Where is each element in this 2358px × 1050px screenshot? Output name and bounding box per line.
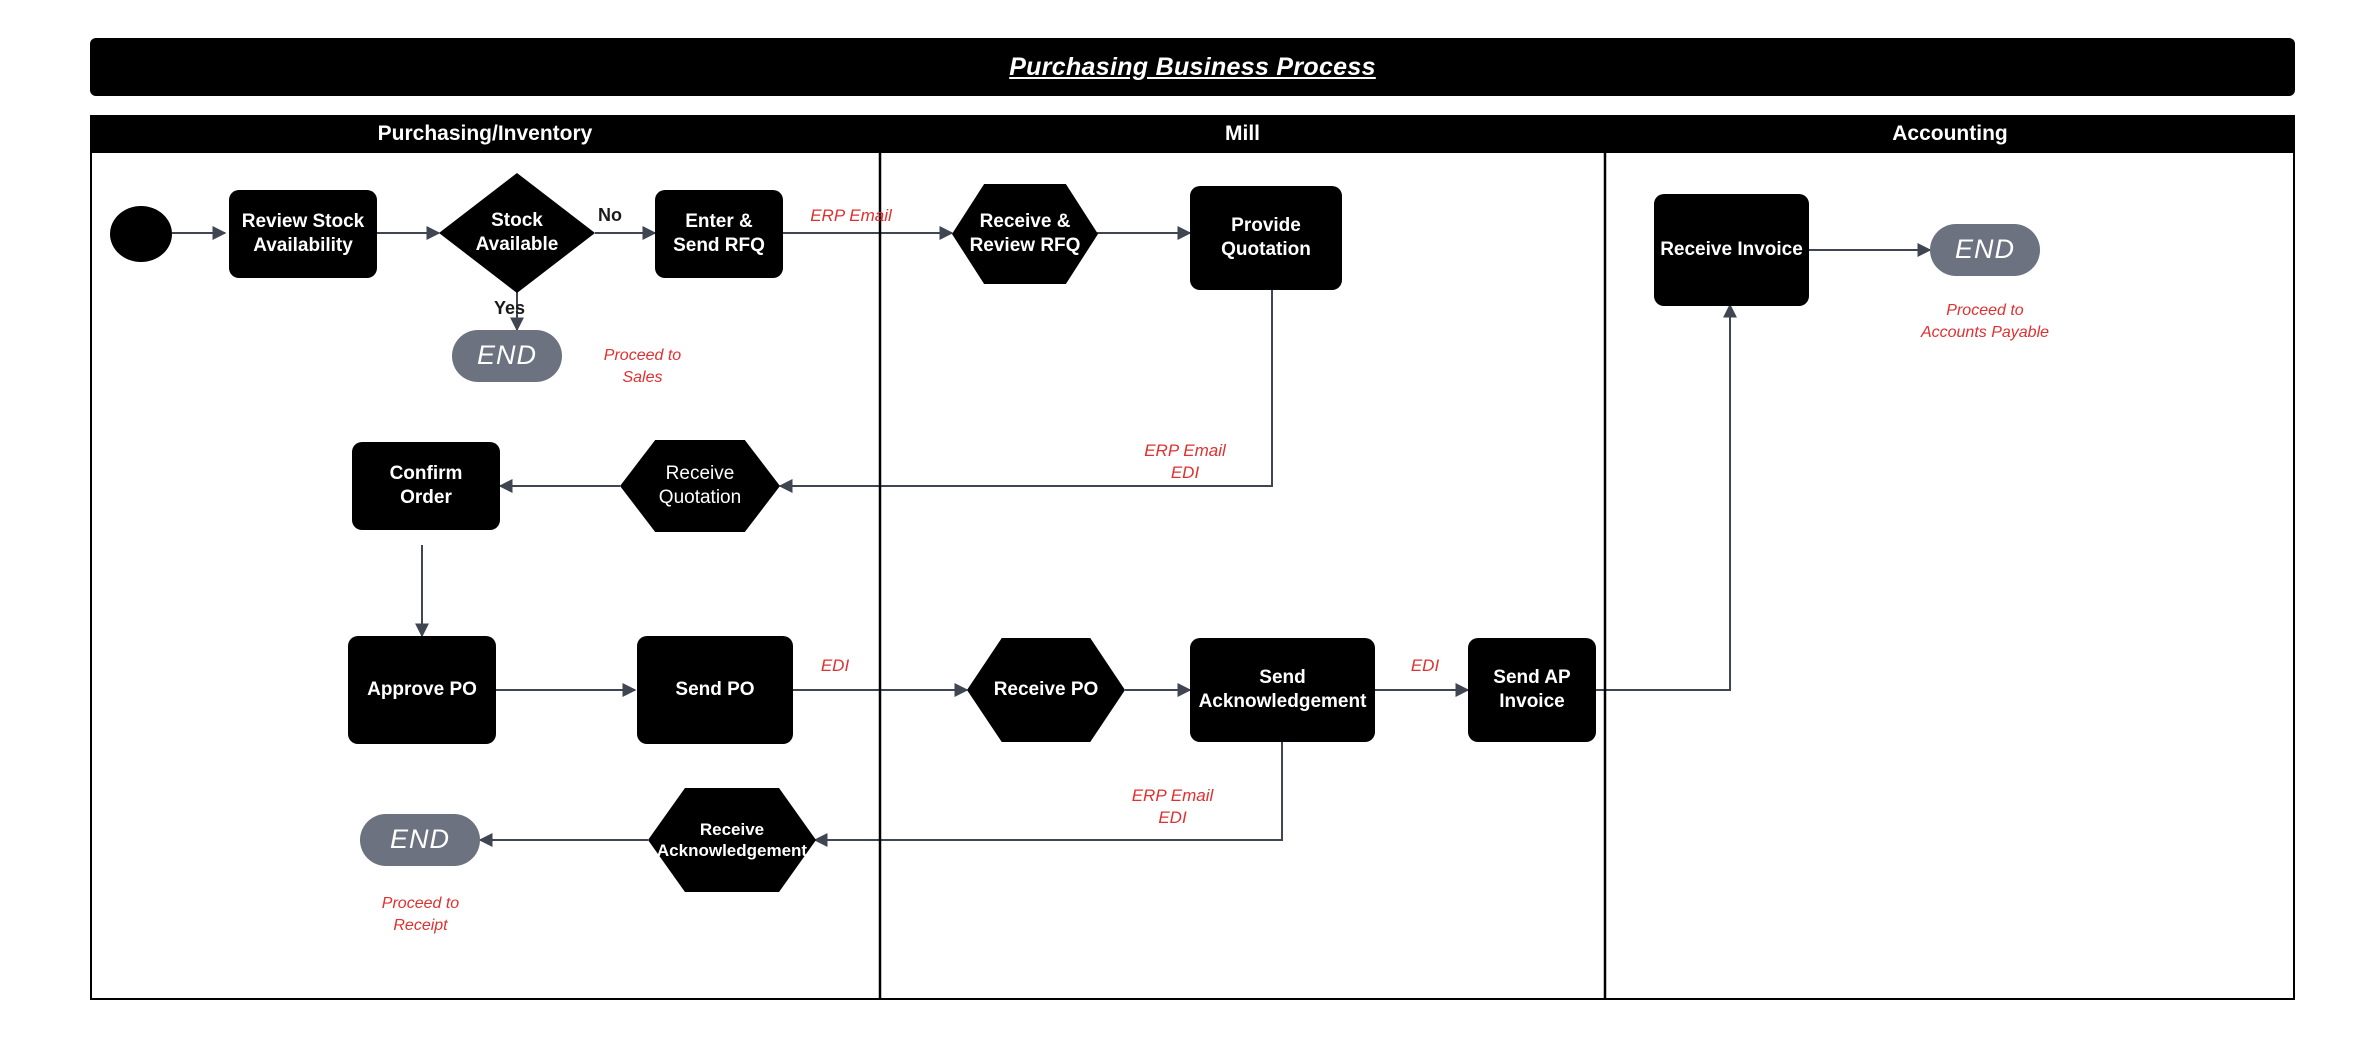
node-receive-quotation-label: Receive Quotation <box>658 463 742 508</box>
lane-header-band: Purchasing/Inventory Mill Accounting <box>90 115 2295 153</box>
hexagon-shape <box>967 638 1125 742</box>
node-confirm-order[interactable]: Confirm Order <box>352 442 500 530</box>
node-review-stock-availability-label: Review Stock Availability <box>241 211 365 256</box>
lane-header-accounting-label: Accounting <box>1892 122 2008 145</box>
node-send-ap-invoice[interactable]: Send AP Invoice <box>1468 638 1596 742</box>
hexagon-shape <box>620 440 780 532</box>
node-end-accounts-payable-label: END <box>1954 234 2015 265</box>
node-send-po[interactable]: Send PO <box>637 636 793 744</box>
node-send-acknowledgement[interactable]: Send Acknowledgement <box>1190 638 1375 742</box>
node-receive-review-rfq[interactable]: Receive & Review RFQ <box>952 184 1098 284</box>
message-label-rfq: ERP Email <box>810 206 892 225</box>
node-end-accounts-payable[interactable]: END <box>1930 224 2040 276</box>
edge-label-yes: Yes <box>494 298 526 318</box>
node-end-receipt[interactable]: END <box>360 814 480 866</box>
node-provide-quotation-label: Provide Quotation <box>1221 215 1311 260</box>
node-enter-send-rfq-label: Enter & Send RFQ <box>673 211 765 256</box>
node-send-po-label: Send PO <box>675 679 755 701</box>
node-end-sales[interactable]: END <box>452 330 562 382</box>
lane-header-mill-label: Mill <box>1225 122 1260 145</box>
lane-header-purchasing: Purchasing/Inventory <box>90 115 880 153</box>
node-receive-review-rfq-label: Receive & Review RFQ <box>969 211 1081 256</box>
node-receive-invoice-label: Receive Invoice <box>1660 239 1803 261</box>
node-start[interactable] <box>110 206 172 262</box>
diagram-title: Purchasing Business Process <box>1009 52 1376 81</box>
lane-header-accounting: Accounting <box>1605 115 2295 153</box>
diamond-shape <box>439 173 595 293</box>
node-receive-acknowledgement-label: Receive Acknowledgement <box>656 819 808 860</box>
node-stock-available[interactable]: Stock Available <box>439 173 595 293</box>
lane-header-purchasing-label: Purchasing/Inventory <box>377 122 593 145</box>
node-receive-po[interactable]: Receive PO <box>967 638 1125 742</box>
diagram-title-bar: Purchasing Business Process <box>90 38 2295 96</box>
node-enter-send-rfq[interactable]: Enter & Send RFQ <box>655 190 783 278</box>
message-label-po: EDI <box>820 656 850 675</box>
node-approve-po[interactable]: Approve PO <box>348 636 496 744</box>
hexagon-shape <box>952 184 1098 284</box>
node-send-acknowledgement-label: Send Acknowledgement <box>1198 667 1367 712</box>
message-label-ap-invoice: EDI <box>1410 656 1440 675</box>
note-proceed-to-accounts-payable: Proceed to Accounts Payable <box>1920 302 2050 341</box>
message-label-acknowledgement: ERP Email EDI <box>1131 786 1214 828</box>
edge-provide-quotation-to-receive-quotation <box>778 290 1273 493</box>
edge-send-ap-invoice-to-receive-invoice <box>1595 303 1737 691</box>
node-receive-po-label: Receive PO <box>993 679 1099 701</box>
lane-header-mill: Mill <box>880 115 1605 153</box>
hexagon-shape <box>648 788 816 892</box>
node-provide-quotation[interactable]: Provide Quotation <box>1190 186 1342 290</box>
node-send-ap-invoice-label: Send AP Invoice <box>1493 667 1571 712</box>
node-confirm-order-label: Confirm Order <box>389 463 463 508</box>
node-receive-invoice[interactable]: Receive Invoice <box>1654 194 1809 306</box>
node-review-stock-availability[interactable]: Review Stock Availability <box>229 190 377 278</box>
message-label-quotation: ERP Email EDI <box>1144 441 1226 483</box>
node-stock-available-label: Stock Available <box>475 210 559 255</box>
edge-label-no: No <box>598 205 622 225</box>
node-end-sales-label: END <box>476 340 537 371</box>
node-approve-po-label: Approve PO <box>367 679 477 701</box>
edge-send-acknowledgement-to-receive-acknowledgement <box>813 742 1283 847</box>
note-proceed-to-sales: Proceed to Sales <box>603 347 682 386</box>
node-receive-quotation[interactable]: Receive Quotation <box>620 440 780 532</box>
node-end-receipt-label: END <box>389 824 450 855</box>
note-proceed-to-receipt: Proceed to Receipt <box>381 895 460 934</box>
node-receive-acknowledgement[interactable]: Receive Acknowledgement <box>648 788 816 892</box>
